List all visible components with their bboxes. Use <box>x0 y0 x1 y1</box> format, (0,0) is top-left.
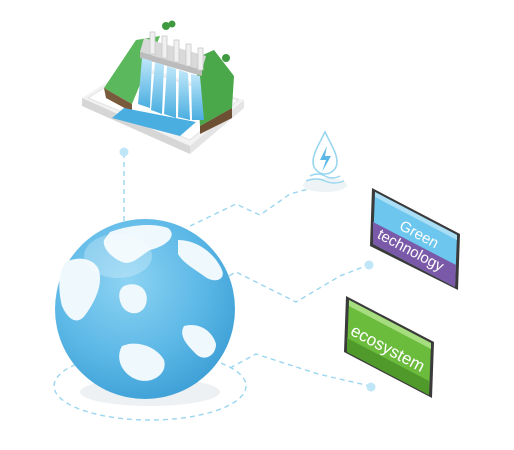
node-dam <box>119 147 129 157</box>
orbit-ring <box>53 351 247 421</box>
globe-icon <box>55 219 235 406</box>
connector-lines <box>53 153 371 421</box>
connector-globe-to-water-icon <box>189 187 313 227</box>
sign-green-technology: Green technology <box>370 188 460 290</box>
sign-ecosystem: ecosystem <box>344 296 434 398</box>
hydro-dam-icon <box>82 20 244 154</box>
connector-globe-to-green-tech <box>189 264 369 303</box>
connector-globe-to-ecosystem <box>229 353 371 387</box>
water-drop-lightning-icon <box>303 130 347 192</box>
node-green-tech <box>364 260 374 270</box>
node-ecosystem <box>366 382 376 392</box>
